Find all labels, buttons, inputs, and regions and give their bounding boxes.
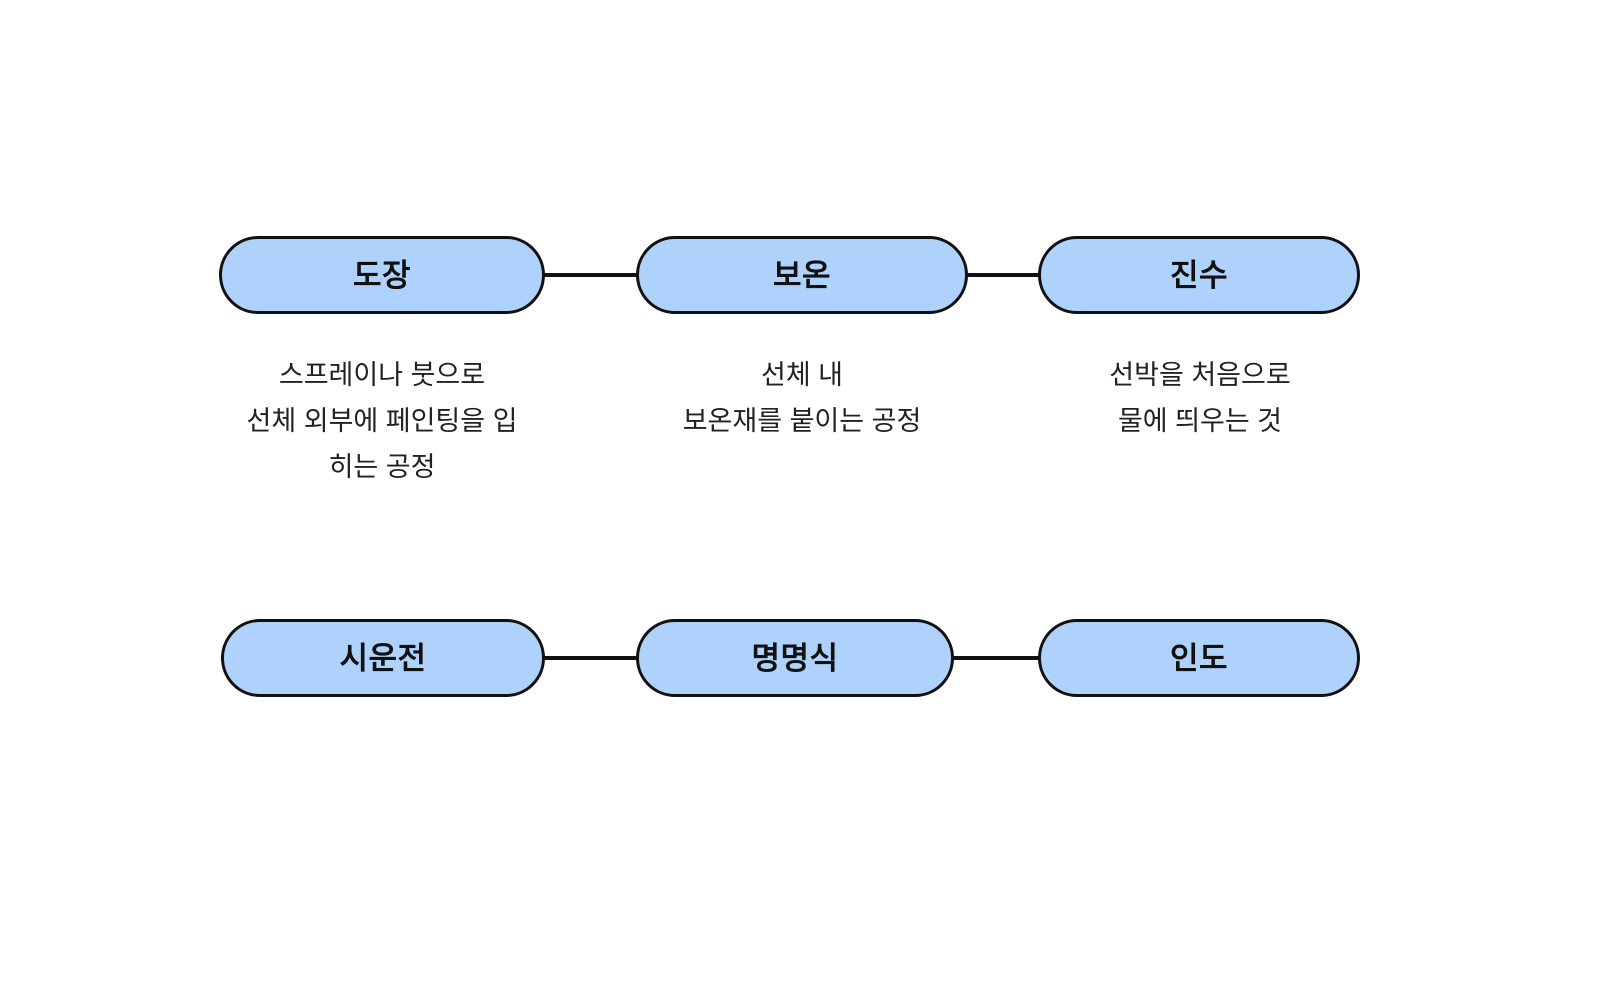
flow-node-indo[interactable]: 인도 — [1038, 619, 1360, 697]
flow-node-label: 보온 — [772, 257, 832, 293]
flow-node-label: 진수 — [1169, 257, 1229, 293]
flow-node-label: 시운전 — [339, 640, 427, 676]
flow-node-siunjeon[interactable]: 시운전 — [221, 619, 545, 697]
connector-dojang-to-boon — [541, 273, 640, 277]
flow-node-label: 도장 — [352, 257, 412, 293]
flow-node-myeongmyeongsik[interactable]: 명명식 — [636, 619, 954, 697]
connector-myeongmyeongsik-to-indo — [950, 656, 1042, 660]
flow-node-jinsu[interactable]: 진수 — [1038, 236, 1360, 314]
flow-node-label: 명명식 — [751, 640, 839, 676]
flow-node-caption-dojang: 스프레이나 붓으로 선체 외부에 페인팅을 입 히는 공정 — [246, 360, 518, 482]
flow-node-label: 인도 — [1169, 640, 1229, 676]
flow-node-boon[interactable]: 보온 — [636, 236, 968, 314]
connector-boon-to-jinsu — [964, 273, 1042, 277]
flow-node-dojang[interactable]: 도장 — [219, 236, 545, 314]
flow-node-caption-jinsu: 선박을 처음으로 물에 띄우는 것 — [1109, 360, 1291, 436]
flow-node-caption-boon: 선체 내 보온재를 붙이는 공정 — [682, 360, 922, 436]
connector-siunjeon-to-myeongmyeongsik — [541, 656, 640, 660]
